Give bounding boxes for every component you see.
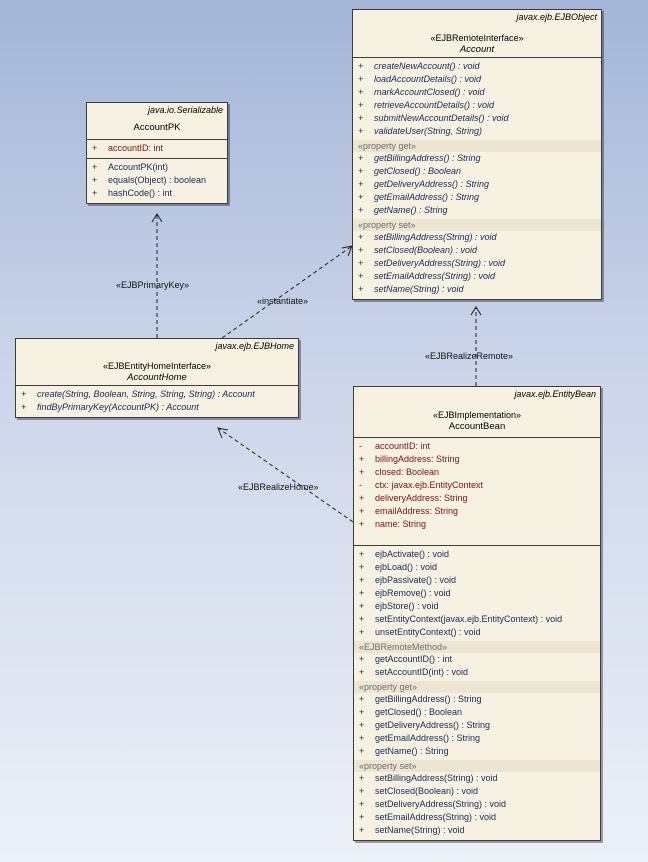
attribute-row[interactable]: -accountID: int [359,441,431,451]
operation-row[interactable]: +setAccountID(int) : void [359,667,469,677]
operation-row[interactable]: +ejbLoad() : void [359,562,438,572]
operation-row[interactable]: +getAccountID() : int [359,654,453,664]
operation-row[interactable]: +getDeliveryAddress() : String [358,179,490,189]
stereotype-label: «EJBImplementation» [432,410,522,420]
operation-section: +createNewAccount() : void +loadAccountD… [353,58,601,299]
parent-class-label: java.io.Serializable [147,105,223,115]
attribute-row[interactable]: +deliveryAddress: String [359,493,468,503]
operation-section: +AccountPK(int) +equals(Object) : boolea… [87,159,227,203]
class-account-pk[interactable]: java.io.Serializable AccountPK +accountI… [86,102,228,204]
stereotype-label: «EJBRemoteInterface» [430,33,524,43]
attribute-row[interactable]: +billingAddress: String [359,454,460,464]
parent-class-label: javax.ejb.EntityBean [514,389,596,399]
attribute-row[interactable]: +accountID: int [92,143,164,153]
instantiate-label: «instantiate» [257,296,309,306]
operation-row[interactable]: +setEntityContext(javax.ejb.EntityContex… [359,614,563,624]
operation-row[interactable]: +getBillingAddress() : String [358,153,481,163]
operation-row[interactable]: +setDeliveryAddress(String) : void [359,799,507,809]
parent-class-label: javax.ejb.EJBHome [215,341,294,351]
class-header: javax.ejb.EJBHome «EJBEntityHomeInterfac… [16,339,298,386]
operation-row[interactable]: +getClosed() : Boolean [359,707,463,717]
attribute-row[interactable]: +emailAddress: String [359,506,459,516]
operation-section: +ejbActivate() : void +ejbLoad() : void … [354,546,600,840]
operation-row[interactable]: +equals(Object) : boolean [92,175,207,185]
operation-row[interactable]: +setName(String) : void [359,825,465,835]
class-account-bean[interactable]: javax.ejb.EntityBean «EJBImplementation»… [353,386,601,841]
operation-row[interactable]: +hashCode() : int [92,188,173,198]
realize-remote-label: «EJBRealizeRemote» [425,351,514,361]
operation-row[interactable]: +ejbRemove() : void [359,588,451,598]
operation-row[interactable]: +setDeliveryAddress(String) : void [358,258,506,268]
operation-row[interactable]: +loadAccountDetails() : void [358,74,482,84]
property-get-group-label: «property get» [354,681,600,693]
primary-key-label: «EJBPrimaryKey» [116,280,190,290]
realize-home-label: «EJBRealizeHome» [238,482,319,492]
operation-row[interactable]: +submitNewAccountDetails() : void [358,113,509,123]
attribute-row[interactable]: +name: String [359,519,427,529]
operation-row[interactable]: +getName() : String [358,205,448,215]
attribute-section: -accountID: int +billingAddress: String … [354,438,600,546]
operation-row[interactable]: +setBillingAddress(String) : void [358,232,497,242]
operation-row[interactable]: +AccountPK(int) [92,162,169,172]
operation-row[interactable]: +setClosed(Boolean) : void [358,245,478,255]
primary-key-arrowhead [151,213,163,223]
class-name: AccountBean [448,421,506,432]
operation-row[interactable]: +validateUser(String, String) [358,126,483,136]
class-name: AccountHome [127,372,187,383]
operation-row[interactable]: +setEmailAddress(String) : void [359,812,497,822]
operation-row[interactable]: +setEmailAddress(String) : void [358,271,496,281]
operation-row[interactable]: +createNewAccount() : void [358,61,480,71]
operation-section: +create(String, Boolean, String, String,… [16,386,298,417]
instantiate-connector[interactable] [221,245,353,339]
attribute-row[interactable]: +closed: Boolean [359,467,440,477]
operation-row[interactable]: +getBillingAddress() : String [359,694,482,704]
operation-row[interactable]: +retrieveAccountDetails() : void [358,100,495,110]
remote-method-group-label: «EJBRemoteMethod» [354,641,600,653]
class-account-home[interactable]: javax.ejb.EJBHome «EJBEntityHomeInterfac… [15,338,299,418]
class-name: AccountPK [133,122,181,133]
class-account[interactable]: javax.ejb.EJBObject «EJBRemoteInterface»… [352,9,602,300]
operation-row[interactable]: +unsetEntityContext() : void [359,627,481,637]
attribute-row[interactable]: -ctx: javax.ejb.EntityContext [359,480,484,490]
property-set-group-label: «property set» [354,760,600,772]
operation-row[interactable]: +setBillingAddress(String) : void [359,773,498,783]
class-name: Account [459,44,495,55]
operation-row[interactable]: +getClosed() : Boolean [358,166,462,176]
property-set-group-label: «property set» [353,219,601,231]
attribute-section: +accountID: int [87,140,227,159]
operation-row[interactable]: +ejbPassivate() : void [359,575,457,585]
operation-row[interactable]: +ejbActivate() : void [359,549,450,559]
operation-row[interactable]: +setName(String) : void [358,284,464,294]
realize-home-connector[interactable] [217,427,354,523]
class-header: java.io.Serializable AccountPK [87,103,227,140]
operation-row[interactable]: +ejbStore() : void [359,601,439,611]
stereotype-label: «EJBEntityHomeInterface» [102,361,212,371]
class-header: javax.ejb.EntityBean «EJBImplementation»… [354,387,600,438]
operation-row[interactable]: +findByPrimaryKey(AccountPK) : Account [21,402,199,412]
property-get-group-label: «property get» [353,140,601,152]
operation-row[interactable]: +getName() : String [359,746,449,756]
realize-remote-arrowhead [470,306,482,316]
operation-row[interactable]: +markAccountClosed() : void [358,87,485,97]
operation-row[interactable]: +getEmailAddress() : String [359,733,481,743]
class-header: javax.ejb.EJBObject «EJBRemoteInterface»… [353,10,601,58]
operation-row[interactable]: +create(String, Boolean, String, String,… [21,389,255,399]
operation-row[interactable]: +setClosed(Boolean) : void [359,786,479,796]
realize-home-arrowhead [217,427,229,439]
operation-row[interactable]: +getEmailAddress() : String [358,192,480,202]
operation-row[interactable]: +getDeliveryAddress() : String [359,720,491,730]
parent-class-label: javax.ejb.EJBObject [516,12,597,22]
